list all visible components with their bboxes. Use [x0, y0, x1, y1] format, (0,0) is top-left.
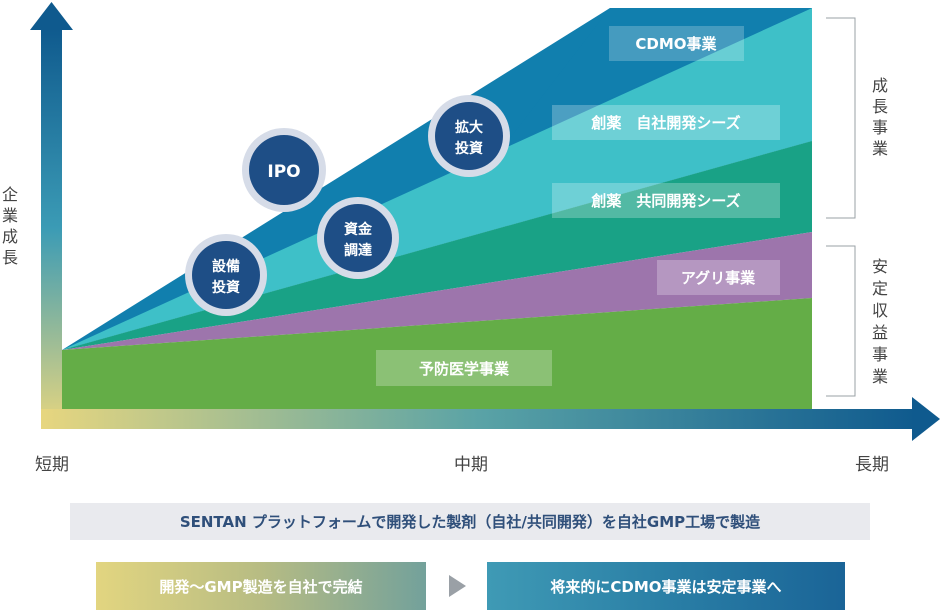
sentan-platform-banner: SENTAN プラットフォームで開発した製剤（自社/共同開発）を自社GMP工場で… [70, 503, 870, 540]
svg-text:長: 長 [872, 97, 888, 116]
svg-text:拡大: 拡大 [455, 119, 483, 136]
svg-text:業: 業 [872, 139, 888, 158]
group-label-growth: 成 長 事 業 [872, 76, 888, 158]
area-preventive-medicine [62, 298, 812, 410]
in-house-completion-banner: 開発～GMP製造を自社で完結 [96, 562, 426, 610]
group-label-stable: 安 定 収 益 事 業 [872, 257, 888, 386]
x-axis-shaft [41, 409, 916, 429]
label-box-preventive-medicine [376, 350, 552, 386]
label-box-agri [657, 260, 780, 295]
area-agri [62, 232, 812, 350]
label-in-house-seeds: 創薬 自社開発シーズ [590, 114, 740, 132]
svg-text:成: 成 [2, 227, 18, 246]
milestone-funding: 資金 調達 [317, 197, 399, 279]
svg-text:資金: 資金 [344, 221, 373, 238]
bracket-stable [826, 245, 856, 397]
label-box-in-house-seeds [552, 105, 780, 140]
y-axis-label: 企 業 成 長 [2, 185, 18, 267]
svg-text:定: 定 [872, 279, 888, 298]
svg-text:益: 益 [872, 323, 888, 342]
area-cdmo-cap [504, 8, 812, 146]
x-tick-mid-term: 中期 [454, 455, 488, 475]
milestone-equipment-investment: 設備 投資 [185, 234, 267, 316]
svg-text:IPO: IPO [267, 162, 300, 182]
svg-text:収: 収 [872, 301, 888, 320]
label-joint-seeds: 創薬 共同開発シーズ [590, 192, 740, 210]
label-box-joint-seeds [552, 183, 780, 218]
svg-text:投資: 投資 [212, 279, 240, 296]
label-preventive-medicine: 予防医学事業 [419, 360, 510, 378]
svg-text:業: 業 [2, 206, 18, 225]
growth-diagram: CDMO事業 創薬 自社開発シーズ 創薬 共同開発シーズ アグリ事業 予防医学事… [2, 2, 940, 475]
x-tick-short-term: 短期 [35, 455, 69, 475]
svg-text:成: 成 [872, 76, 888, 95]
svg-text:安: 安 [872, 257, 888, 276]
arrow-right-icon [449, 575, 466, 597]
milestone-expansion-investment: 拡大 投資 [428, 95, 510, 177]
svg-text:企: 企 [2, 185, 18, 204]
y-axis-arrowhead [30, 2, 73, 30]
svg-text:投資: 投資 [455, 140, 483, 157]
x-tick-long-term: 長期 [855, 455, 889, 475]
label-cdmo: CDMO事業 [635, 35, 717, 53]
svg-text:事: 事 [872, 345, 888, 364]
svg-text:調達: 調達 [344, 242, 372, 259]
x-axis-arrowhead [912, 397, 940, 441]
bracket-growth [826, 17, 856, 219]
y-axis-shaft [41, 28, 62, 428]
label-box-cdmo [609, 26, 744, 61]
cdmo-future-banner: 将来的にCDMO事業は安定事業へ [487, 562, 845, 610]
svg-text:事: 事 [872, 118, 888, 137]
milestone-ipo: IPO [242, 128, 326, 212]
svg-text:長: 長 [2, 248, 18, 267]
svg-text:業: 業 [872, 367, 888, 386]
label-agri: アグリ事業 [681, 269, 756, 287]
svg-text:設備: 設備 [212, 258, 240, 275]
